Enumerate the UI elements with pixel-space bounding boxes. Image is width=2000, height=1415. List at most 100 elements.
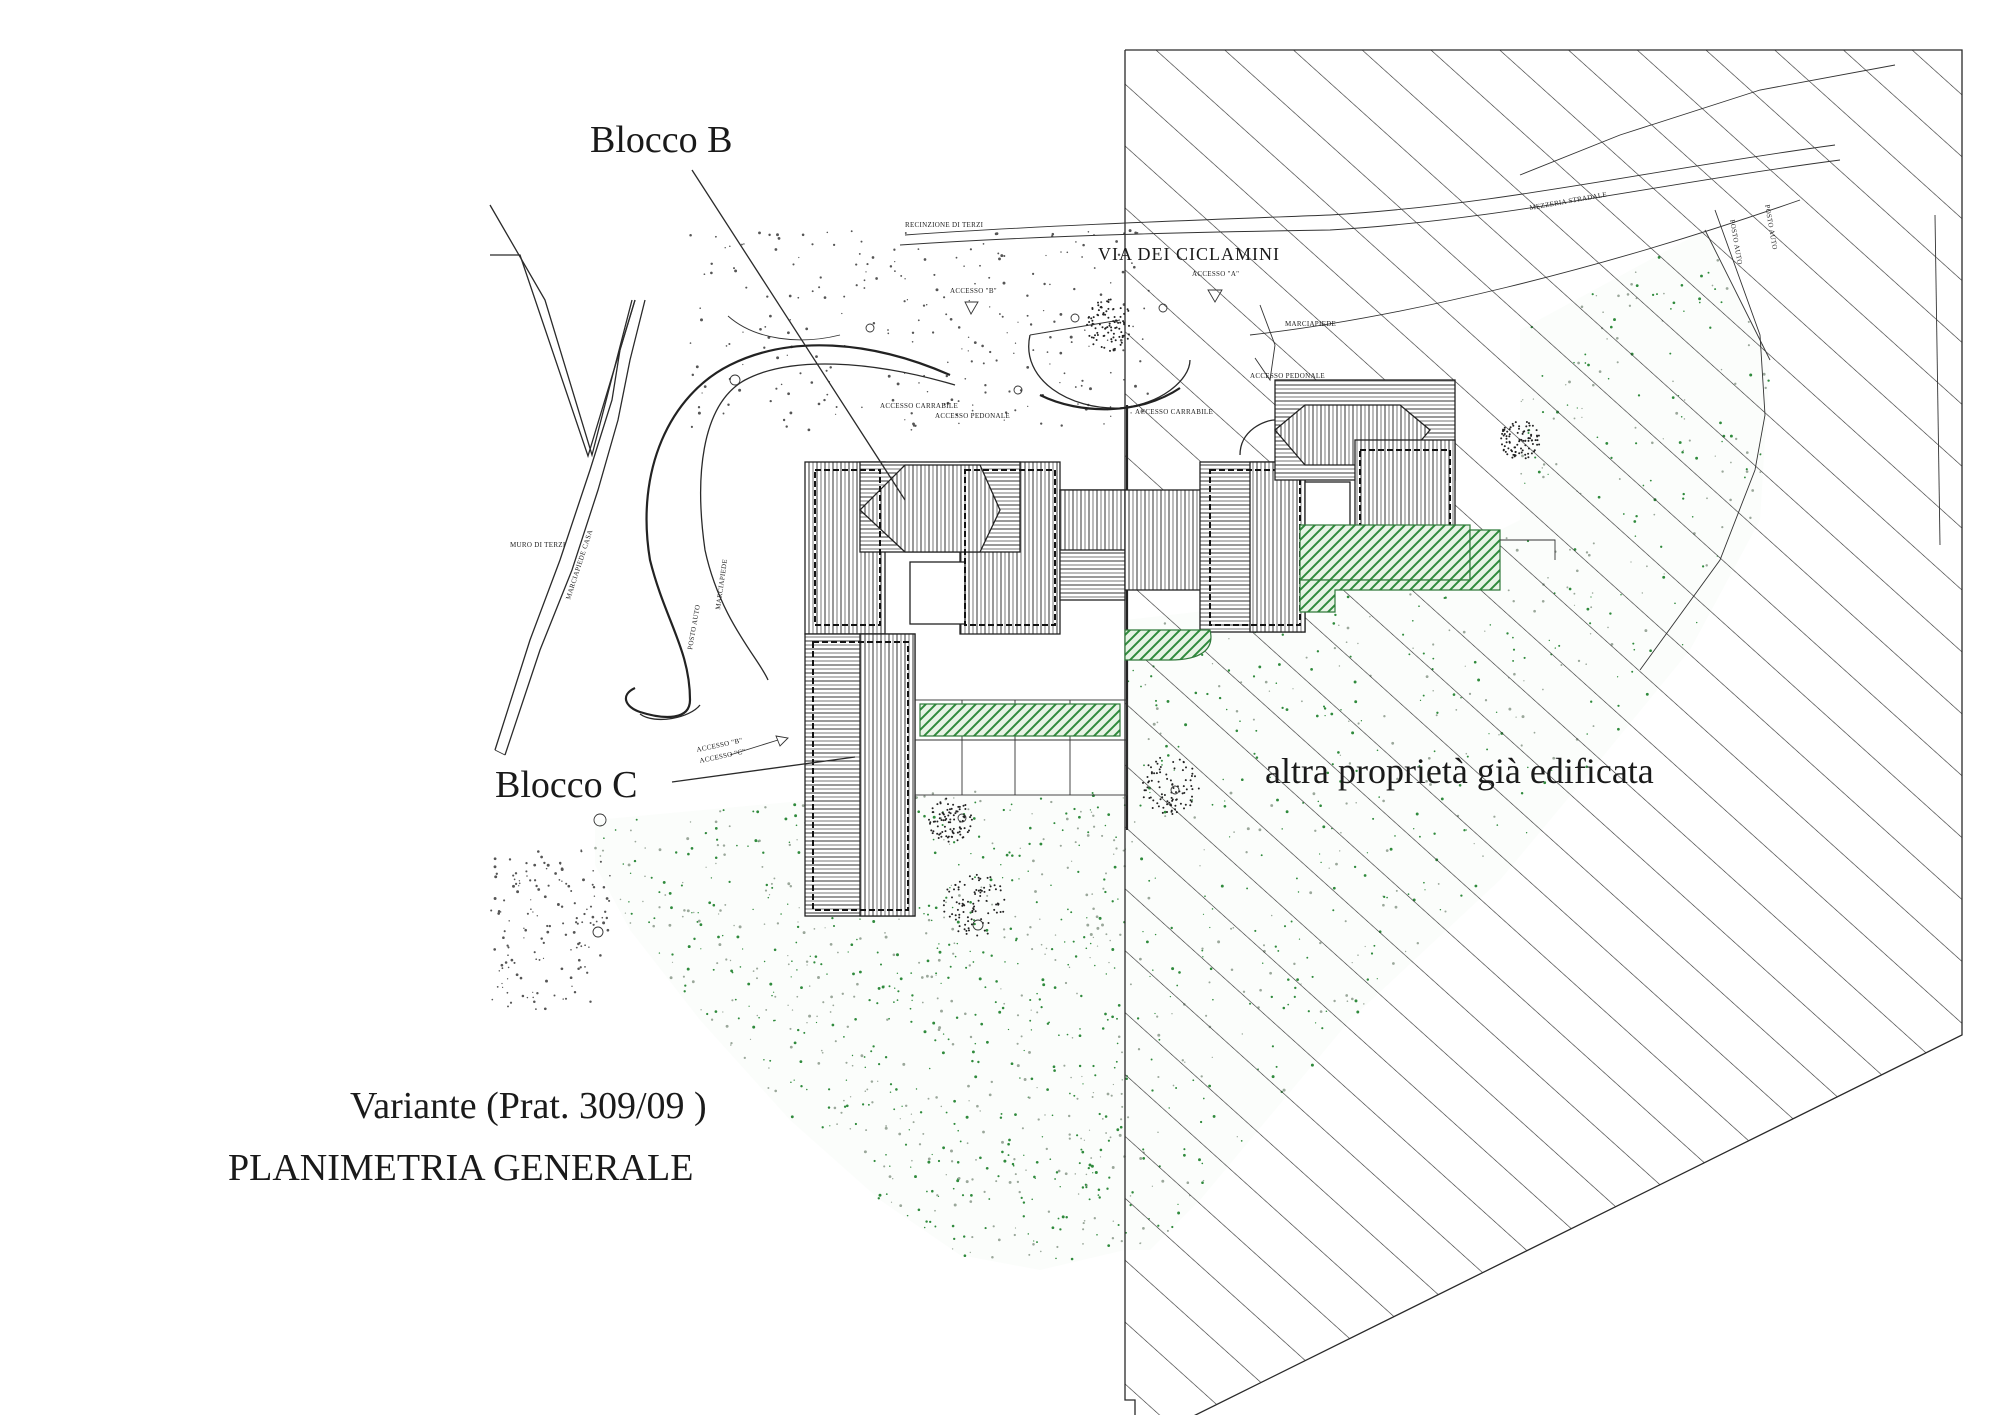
vegetation-dot (592, 885, 596, 889)
vegetation-dot (608, 899, 611, 902)
vegetation-dot (1104, 824, 1107, 827)
vegetation-dot (758, 839, 761, 843)
vegetation-dot (749, 1038, 752, 1041)
vegetation-dot (629, 922, 632, 924)
vegetation-dot (668, 891, 672, 895)
vegetation-dot (510, 958, 514, 962)
vegetation-dot (923, 1030, 927, 1034)
tree-dot (989, 885, 992, 888)
label-blocco-b: Blocco B (590, 119, 732, 161)
vegetation-dot (999, 1116, 1003, 1119)
vegetation-dot (691, 980, 695, 984)
vegetation-dot (535, 884, 538, 888)
vegetation-dot (725, 958, 728, 961)
tree-dot (946, 888, 949, 891)
tree-dot (1127, 333, 1130, 336)
vegetation-dot (1094, 964, 1096, 967)
vegetation-dot (859, 937, 862, 940)
vegetation-dot (545, 979, 548, 983)
vegetation-dot (822, 1001, 825, 1004)
vegetation-dot (971, 1050, 975, 1054)
vegetation-dot (889, 1165, 891, 1167)
vegetation-dot (1081, 1150, 1085, 1154)
vegetation-dot (761, 865, 764, 868)
tree-dot (949, 808, 951, 811)
vegetation-dot (876, 951, 879, 954)
vegetation-dot (525, 870, 528, 873)
tree-dot (965, 929, 968, 932)
vegetation-dot (904, 278, 906, 280)
vegetation-dot (942, 1033, 945, 1035)
tree-dot (1181, 792, 1184, 795)
vegetation-dot (945, 896, 948, 899)
vegetation-dot (723, 853, 726, 856)
vegetation-dot (773, 948, 777, 952)
vegetation-dot (1091, 893, 1094, 895)
tree-dot (1097, 309, 1100, 312)
vegetation-dot (931, 1189, 934, 1193)
vegetation-dot (516, 890, 520, 894)
vegetation-dot (499, 911, 502, 913)
vegetation-dot (1018, 878, 1020, 880)
vegetation-dot (602, 886, 606, 889)
vegetation-dot (1040, 422, 1043, 425)
vegetation-dot (902, 1062, 906, 1066)
vegetation-dot (1027, 870, 1029, 872)
vegetation-dot (1103, 878, 1106, 881)
vegetation-dot (691, 912, 693, 914)
vegetation-dot (763, 923, 766, 925)
tree-dot (1527, 452, 1530, 455)
vegetation-dot (963, 1254, 967, 1258)
vegetation-dot (887, 332, 890, 335)
vegetation-dot (592, 869, 595, 872)
vegetation-dot (1101, 1027, 1105, 1030)
vegetation-dot (972, 404, 974, 406)
tree-dot (1506, 453, 1509, 456)
road-lines (899, 64, 1941, 671)
vegetation-dot (909, 1007, 912, 1010)
tree-dot (1527, 439, 1530, 442)
tree-dot (1123, 321, 1125, 324)
vegetation-dot (884, 935, 888, 939)
vegetation-dot (1090, 1157, 1093, 1159)
vegetation-dot (1098, 916, 1102, 920)
tree-dot (983, 929, 986, 932)
vegetation-dot (1077, 1193, 1080, 1195)
vegetation-dot (573, 902, 576, 905)
tree-dot (1518, 425, 1521, 428)
vegetation-dot (594, 846, 597, 850)
vegetation-dot (949, 317, 953, 321)
vegetation-dot (748, 1005, 750, 1007)
vegetation-dot (1067, 963, 1070, 966)
vegetation-dot (1066, 866, 1069, 869)
vegetation-dot (969, 1251, 971, 1254)
vegetation-dot (1004, 961, 1006, 963)
vegetation-dot (722, 1011, 724, 1013)
tree-dot (939, 802, 942, 805)
vegetation-dot (530, 908, 532, 911)
label-accesso-b-top: ACCESSO "B" (950, 287, 997, 295)
vegetation-dot (938, 943, 940, 945)
tree-dot (1534, 439, 1537, 442)
vegetation-dot (1070, 1076, 1072, 1079)
vegetation-dot (956, 1161, 960, 1164)
vegetation-dot (892, 1178, 894, 1180)
vegetation-dot (806, 1021, 808, 1024)
tree-dot (958, 902, 961, 905)
vegetation-dot (1014, 409, 1017, 412)
tree-dot (1172, 787, 1175, 789)
vegetation-dot (969, 1035, 973, 1039)
tree-dot (1522, 439, 1525, 442)
vegetation-dot (506, 991, 509, 994)
vegetation-dot (1113, 839, 1116, 842)
vegetation-dot (752, 1025, 756, 1029)
vegetation-dot (923, 912, 925, 915)
tree-dot (951, 831, 954, 834)
vegetation-dot (1074, 1173, 1077, 1175)
vegetation-dot (861, 406, 863, 409)
vegetation-dot (1068, 1133, 1071, 1136)
vegetation-dot (1021, 1127, 1024, 1130)
tree-dot (1500, 437, 1503, 440)
vegetation-dot (684, 984, 687, 987)
